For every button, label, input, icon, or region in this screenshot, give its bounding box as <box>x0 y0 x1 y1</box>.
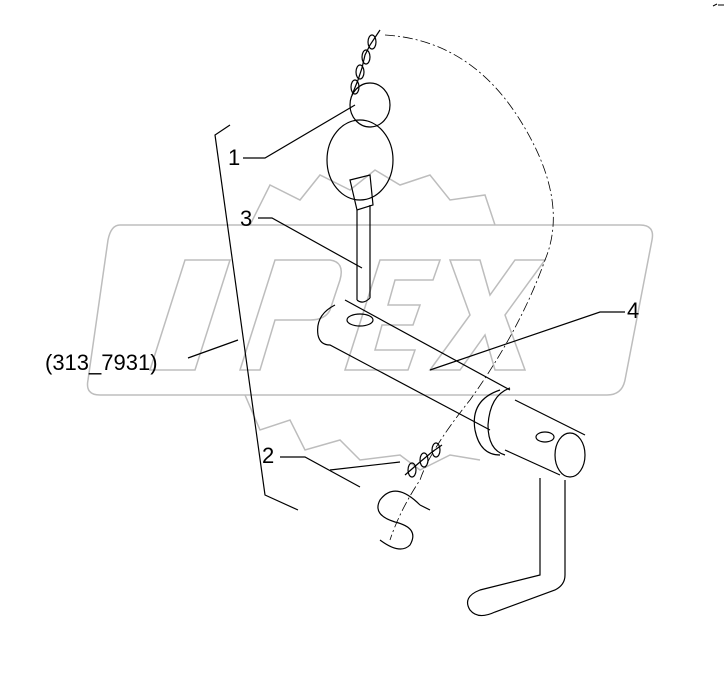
r-clip <box>377 490 431 550</box>
leader-1 <box>243 104 356 159</box>
callout-1: 1 <box>228 145 241 170</box>
main-pin <box>317 299 511 431</box>
chain-bottom <box>404 444 443 476</box>
leader-2 <box>280 456 401 488</box>
assembly-bracket <box>214 124 299 511</box>
pin-handle <box>467 478 566 617</box>
callout-2: 2 <box>262 443 275 468</box>
callout-4: 4 <box>627 298 640 323</box>
leader-3 <box>258 217 363 269</box>
opex-watermark-logo <box>86 169 654 471</box>
assembly-reference: (313_7931) <box>45 350 158 375</box>
corner-mark <box>712 3 724 7</box>
lynch-pin <box>349 174 374 211</box>
small-ring <box>349 82 391 128</box>
large-ring <box>326 119 394 201</box>
cable-dashdot <box>384 34 554 541</box>
callout-3: 3 <box>240 206 253 231</box>
leader-4 <box>429 311 625 371</box>
leader-ref <box>187 339 239 359</box>
